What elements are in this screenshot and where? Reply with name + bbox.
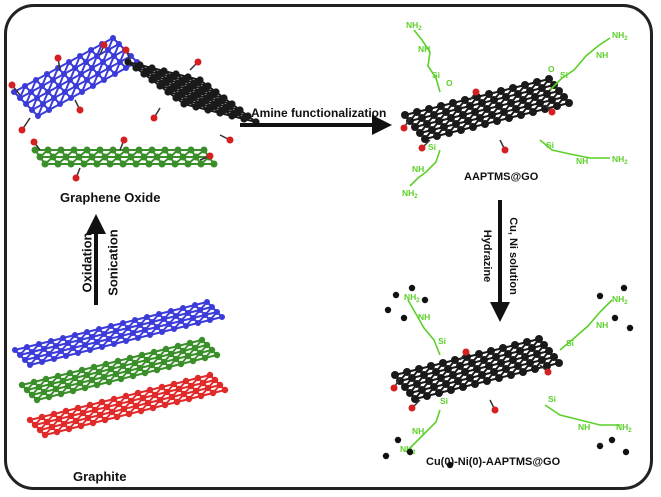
svg-text:NH: NH	[412, 426, 424, 436]
graphene-oxide-label: Graphene Oxide	[60, 190, 161, 205]
nanoparticle	[408, 284, 416, 292]
svg-text:Si: Si	[560, 70, 568, 80]
nanoparticle	[446, 461, 454, 469]
svg-text:NH2: NH2	[616, 422, 632, 434]
svg-text:Si: Si	[438, 336, 446, 346]
svg-text:Si: Si	[440, 396, 448, 406]
cu-ni-solution-label: Cu, Ni solution	[507, 217, 519, 295]
nanoparticle	[394, 436, 402, 444]
nanoparticle	[626, 324, 634, 332]
nanoparticle	[620, 284, 628, 292]
nanoparticle	[384, 306, 392, 314]
svg-text:Si: Si	[566, 338, 574, 348]
svg-text:NH2: NH2	[402, 188, 418, 200]
nanoparticle	[622, 448, 630, 456]
aaptms-go-label: AAPTMS@GO	[464, 171, 539, 183]
svg-text:NH2: NH2	[612, 154, 628, 166]
amine-functionalization-label: Amine functionalization	[251, 106, 387, 120]
go-green-sheet	[30, 136, 218, 182]
linker-br: NH2 NH Si	[539, 139, 628, 166]
svg-text:NH: NH	[578, 422, 590, 432]
hydrazine-label: Hydrazine	[481, 229, 493, 283]
svg-text:NH: NH	[576, 156, 588, 166]
svg-text:NH: NH	[412, 164, 424, 174]
svg-text:Si: Si	[428, 142, 436, 152]
svg-text:O: O	[548, 64, 555, 74]
go-black-sheet	[122, 46, 260, 144]
svg-text:Si: Si	[548, 394, 556, 404]
graphite-red-layer	[26, 371, 229, 439]
nanoparticle	[392, 291, 400, 299]
linker-bl: NH2 NH Si	[402, 142, 441, 200]
nanoparticle	[596, 442, 604, 450]
nanoparticle	[400, 314, 408, 322]
nanoparticle	[611, 314, 619, 322]
svg-text:NH2: NH2	[612, 294, 628, 306]
svg-text:Si: Si	[432, 70, 440, 80]
final-product-label: Cu(0)-Ni(0)-AAPTMS@GO	[426, 456, 561, 468]
aaptms-go-sheet	[400, 75, 573, 154]
svg-text:Si: Si	[546, 140, 554, 150]
sonication-label: Sonication	[105, 229, 121, 296]
oxidation-label: Oxidation	[79, 232, 95, 293]
svg-text:O: O	[446, 78, 453, 88]
graphite-green-layer	[18, 336, 221, 404]
graphite-blue-layer	[12, 299, 225, 368]
nanoparticle	[406, 448, 414, 456]
nanoparticle	[596, 292, 604, 300]
final-linker-br: NH2 NH Si	[544, 394, 632, 434]
svg-text:NH2: NH2	[406, 20, 422, 32]
svg-text:NH: NH	[596, 320, 608, 330]
svg-text:NH: NH	[418, 44, 430, 54]
svg-text:NH2: NH2	[404, 292, 420, 304]
svg-text:NH: NH	[418, 312, 430, 322]
nanoparticle	[421, 296, 429, 304]
final-go-sheet	[390, 335, 563, 414]
svg-text:NH2: NH2	[612, 30, 628, 42]
nanoparticle	[382, 452, 390, 460]
nanoparticle	[608, 436, 616, 444]
go-blue-sheet	[8, 35, 140, 134]
graphite-label: Graphite	[73, 469, 127, 484]
svg-text:NH: NH	[596, 50, 608, 60]
